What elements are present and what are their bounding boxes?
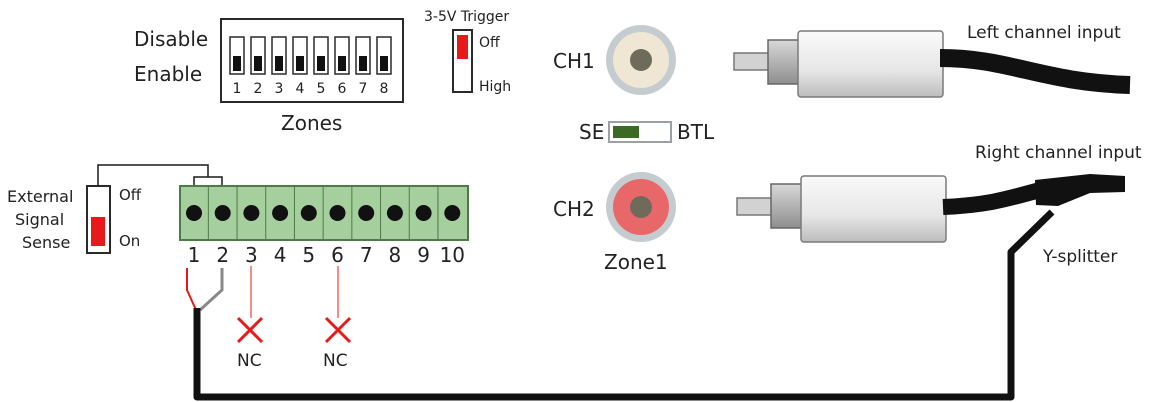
right-cable: [942, 182, 1043, 215]
terminal-number-1: 1: [188, 243, 201, 267]
signal-cable: [193, 209, 1055, 401]
se-btl-switch: SE BTL: [579, 120, 715, 144]
dip-switch-body: [220, 18, 404, 103]
dip-number-4: 4: [296, 81, 305, 97]
terminal-number-7: 7: [360, 243, 373, 267]
terminal-number-6: 6: [331, 243, 344, 267]
left-cable: [939, 49, 1131, 94]
dip-toggle-knob-1: [233, 56, 241, 71]
terminal-number-8: 8: [389, 243, 402, 267]
dip-toggle-knob-3: [275, 56, 283, 71]
dip-toggle-knob-4: [296, 56, 304, 71]
btl-label: BTL: [677, 120, 715, 144]
dip-number-3: 3: [275, 81, 284, 97]
terminal-number-4: 4: [274, 243, 287, 267]
terminal-screw-8[interactable]: [386, 205, 403, 221]
terminal-1-2-bridge: [193, 176, 223, 186]
ch1-label: CH1: [553, 49, 595, 73]
terminal-number-2: 2: [216, 243, 229, 267]
terminal-number-3: 3: [245, 243, 258, 267]
dip-number-6: 6: [338, 81, 347, 97]
left-channel-label: Left channel input: [967, 23, 1121, 43]
nc-marker-terminal-6: NC: [323, 266, 352, 371]
dip-number-7: 7: [359, 81, 368, 97]
terminal-screw-5[interactable]: [300, 205, 317, 221]
sense-label-sense: Sense: [22, 233, 70, 252]
nc-marker-terminal-3: NC: [236, 266, 264, 371]
rca-jack-ch2: CH2 Zone1: [553, 172, 676, 274]
zone1-label: Zone1: [604, 250, 668, 274]
trigger-title: 3-5V Trigger: [424, 9, 509, 25]
dip-number-5: 5: [317, 81, 326, 97]
dip-toggle-knob-5: [317, 56, 325, 71]
sense-switch: External Signal Sense Off On: [7, 185, 142, 254]
trigger-switch-knob: [457, 35, 468, 59]
trigger-switch: 3-5V Trigger Off High: [424, 9, 511, 95]
sense-switch-knob: [91, 217, 105, 246]
se-btl-switch-knob: [613, 126, 639, 138]
dip-disable-label: Disable: [134, 27, 208, 51]
dip-toggle-knob-8: [380, 56, 388, 71]
terminal-screw-10[interactable]: [444, 205, 461, 221]
nc-label-3: NC: [237, 351, 262, 371]
dip-number-8: 8: [380, 81, 389, 97]
right-channel-label: Right channel input: [975, 143, 1142, 163]
rca-jack-ch1: CH1: [553, 25, 676, 95]
trigger-off-label: Off: [479, 35, 500, 51]
dip-toggle-knob-6: [338, 56, 346, 71]
dip-number-2: 2: [254, 81, 263, 97]
terminal-screw-6[interactable]: [329, 205, 346, 221]
se-label: SE: [579, 120, 604, 144]
terminal-screw-2[interactable]: [214, 205, 231, 221]
terminal-number-5: 5: [302, 243, 315, 267]
terminal-number-10: 10: [440, 243, 465, 267]
wire-grey-terminal-2: [198, 268, 224, 312]
dip-toggles: [229, 36, 392, 75]
zones-label: Zones: [281, 111, 342, 135]
rca-plug-right: Right channel input Y-splitter: [736, 143, 1142, 267]
y-splitter-label: Y-splitter: [1042, 247, 1117, 267]
ch2-label: CH2: [553, 197, 595, 221]
dip-number-1: 1: [233, 81, 242, 97]
trigger-high-label: High: [479, 79, 511, 95]
sense-label-external: External: [7, 187, 73, 206]
dip-toggle-knob-7: [359, 56, 367, 71]
sense-on-label: On: [119, 232, 140, 250]
terminal-slots: [186, 186, 461, 240]
sense-label-signal: Signal: [15, 210, 64, 229]
terminal-screw-7[interactable]: [358, 205, 375, 221]
sense-off-label: Off: [119, 186, 142, 204]
rca-plug-left: Left channel input: [733, 23, 1131, 98]
terminal-screw-9[interactable]: [415, 205, 432, 221]
dip-toggle-knob-2: [254, 56, 262, 71]
dip-enable-label: Enable: [134, 62, 202, 86]
nc-label-6: NC: [323, 351, 348, 371]
sense-jumper-wire: [97, 164, 209, 186]
terminal-number-9: 9: [417, 243, 430, 267]
wire-red-terminal-1: [186, 268, 197, 311]
y-splitter: [1035, 174, 1125, 206]
terminal-screw-4[interactable]: [272, 205, 289, 221]
terminal-screw-1[interactable]: [186, 205, 202, 221]
terminal-screw-3[interactable]: [243, 205, 260, 221]
